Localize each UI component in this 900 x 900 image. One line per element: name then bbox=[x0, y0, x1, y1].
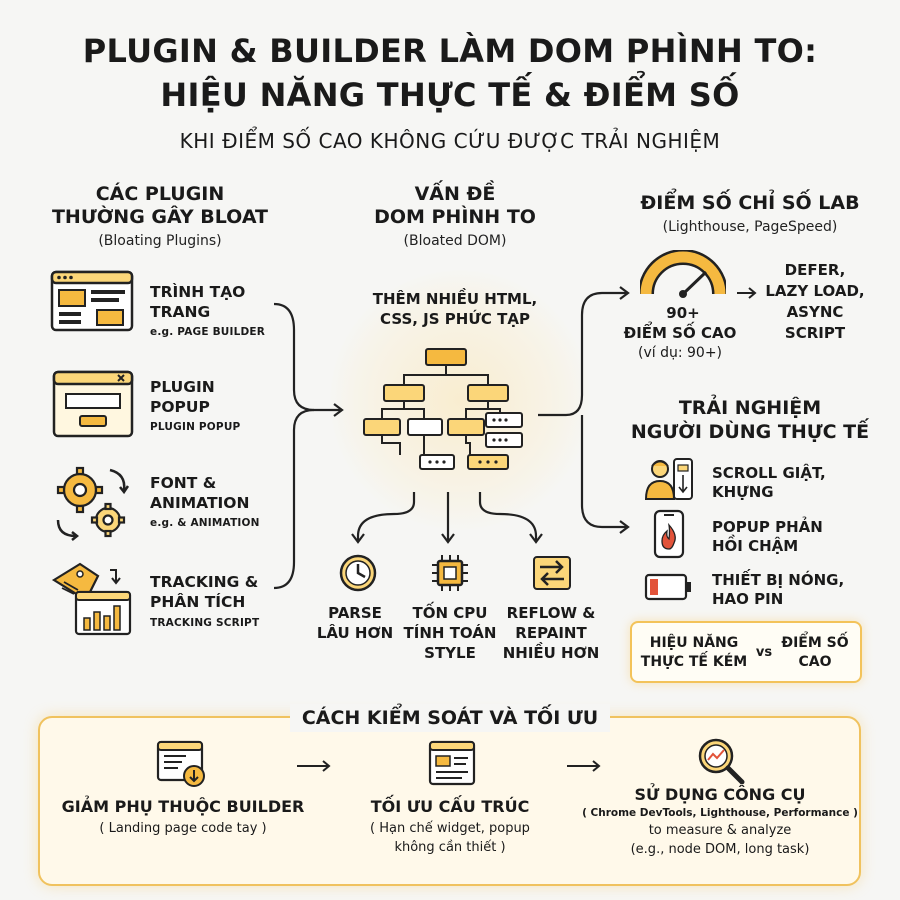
lab-sub: (Lighthouse, PageSpeed) bbox=[662, 219, 838, 235]
vs-left-line1: HIỆU NĂNG bbox=[649, 635, 739, 651]
defer-line3: ASYNC bbox=[786, 303, 844, 321]
defer-line2: LAZY LOAD, bbox=[765, 282, 865, 300]
defer-line4: SCRIPT bbox=[784, 324, 846, 342]
page-title-line1: PLUGIN & BUILDER LÀM DOM PHÌNH TO: bbox=[82, 32, 818, 70]
left-item-4-note: TRACKING SCRIPT bbox=[150, 617, 260, 629]
arrow-right-icon bbox=[736, 286, 758, 300]
left-item-2-line1: PLUGIN bbox=[150, 378, 215, 396]
effect-3-line1: REFLOW & bbox=[506, 604, 596, 622]
vs-right-line2: CAO bbox=[798, 654, 832, 670]
left-heading-line1: CÁC PLUGIN bbox=[95, 183, 225, 205]
magnifier-chart-icon bbox=[696, 736, 746, 784]
left-item-1-note: e.g. PAGE BUILDER bbox=[150, 326, 266, 338]
arrow-right-2-icon bbox=[566, 759, 602, 773]
clock-icon bbox=[338, 553, 378, 593]
middle-heading-line1: VẤN ĐỀ bbox=[414, 183, 496, 205]
left-item-1-line2: TRANG bbox=[150, 303, 211, 321]
step-1-line1: ( Landing page code tay ) bbox=[99, 821, 267, 836]
left-item-1-line1: TRÌNH TẠO bbox=[150, 283, 246, 301]
middle-heading-sub: (Bloated DOM) bbox=[403, 233, 507, 249]
dom-tree-icon bbox=[360, 345, 530, 475]
center-glow bbox=[330, 270, 590, 530]
left-item-4-line2: PHÂN TÍCH bbox=[150, 593, 246, 611]
gears-refresh-icon bbox=[50, 462, 134, 542]
effect-2-line1: TỐN CPU bbox=[412, 604, 488, 622]
middle-desc-line1: THÊM NHIỀU HTML, bbox=[372, 290, 538, 308]
popup-window-icon bbox=[52, 370, 134, 438]
step-3-line2: to measure & analyze bbox=[648, 823, 792, 838]
ux-item-3-line1: THIẾT BỊ NÓNG, bbox=[712, 571, 845, 589]
left-heading-sub: (Bloating Plugins) bbox=[98, 233, 222, 249]
effect-1-line2: LÂU HƠN bbox=[316, 624, 394, 642]
layout-icon bbox=[428, 740, 476, 788]
swap-arrows-icon bbox=[530, 553, 574, 593]
middle-desc-line2: CSS, JS PHỨC TẠP bbox=[380, 310, 530, 328]
score-example: (ví dụ: 90+) bbox=[637, 345, 723, 361]
step-3-title: SỬ DỤNG CÔNG CỤ bbox=[634, 785, 806, 804]
gauge-icon bbox=[640, 250, 726, 300]
middle-heading-line2: DOM PHÌNH TO bbox=[374, 206, 536, 228]
arrow-right-1-icon bbox=[296, 759, 332, 773]
step-2-title: TỐI ƯU CẤU TRÚC bbox=[370, 797, 530, 816]
cpu-chip-icon bbox=[430, 553, 470, 593]
step-3-line3: (e.g., node DOM, long task) bbox=[630, 842, 810, 857]
person-scroll-icon bbox=[644, 455, 696, 503]
effect-3-line2: REPAINT bbox=[515, 624, 587, 642]
lab-heading: ĐIỂM SỐ CHỈ SỐ LAB bbox=[640, 192, 860, 214]
code-download-icon bbox=[156, 740, 208, 788]
bottom-title: CÁCH KIỂM SOÁT VÀ TỐI ƯU bbox=[301, 707, 599, 729]
ux-item-1-line1: SCROLL GIẬT, bbox=[712, 464, 826, 482]
gauge-value: 90+ bbox=[666, 304, 700, 322]
ux-heading-line2: NGƯỜI DÙNG THỰC TẾ bbox=[630, 421, 870, 443]
defer-line1: DEFER, bbox=[784, 261, 846, 279]
step-1-title: GIẢM PHỤ THUỘC BUILDER bbox=[61, 797, 305, 816]
ux-heading-line1: TRẢI NGHIỆM bbox=[678, 397, 822, 419]
ux-item-3-line2: HAO PIN bbox=[712, 590, 784, 608]
page-title-line2: HIỆU NĂNG THỰC TẾ & ĐIỂM SỐ bbox=[160, 76, 740, 114]
ux-item-2-line2: HỒI CHẬM bbox=[712, 537, 799, 555]
left-item-4-line1: TRACKING & bbox=[150, 573, 259, 591]
effect-2-line2: TÍNH TOÁN bbox=[403, 624, 497, 642]
middle-down-arrows bbox=[350, 490, 550, 550]
low-battery-icon bbox=[644, 573, 694, 601]
step-2-line2: không cần thiết ) bbox=[394, 840, 506, 855]
tag-chart-icon bbox=[50, 560, 134, 638]
left-item-3-note: e.g. & ANIMATION bbox=[150, 517, 260, 529]
vs-left-line2: THỰC TẾ KÉM bbox=[640, 654, 748, 670]
page-subtitle: KHI ĐIỂM SỐ CAO KHÔNG CỨU ĐƯỢC TRẢI NGHI… bbox=[179, 129, 721, 153]
bottom-title-background bbox=[290, 704, 610, 732]
step-2-line1: ( Hạn chế widget, popup bbox=[370, 821, 530, 836]
ux-item-1-line2: KHỰNG bbox=[712, 483, 774, 501]
left-item-2-note: PLUGIN POPUP bbox=[150, 421, 241, 433]
left-item-3-line1: FONT & bbox=[150, 474, 217, 492]
ux-item-2-line1: POPUP PHẢN bbox=[712, 518, 823, 536]
left-bracket-arrow bbox=[270, 300, 350, 600]
score-label: ĐIỂM SỐ CAO bbox=[623, 324, 737, 342]
left-item-2-line2: POPUP bbox=[150, 398, 210, 416]
effect-1-line1: PARSE bbox=[328, 604, 382, 622]
page-builder-icon bbox=[50, 270, 134, 332]
vs-label: vs bbox=[755, 645, 773, 660]
vs-box bbox=[630, 621, 862, 683]
phone-fire-icon bbox=[652, 509, 686, 559]
effect-3-line3: NHIỀU HƠN bbox=[502, 644, 600, 662]
effect-2-line3: STYLE bbox=[424, 644, 476, 662]
left-item-3-line2: ANIMATION bbox=[150, 494, 250, 512]
right-bracket-arrow bbox=[536, 285, 636, 545]
step-3-line1: ( Chrome DevTools, Lighthouse, Performan… bbox=[582, 807, 858, 819]
left-heading-line2: THƯỜNG GÂY BLOAT bbox=[51, 206, 269, 228]
vs-right-line1: ĐIỂM SỐ bbox=[781, 635, 849, 651]
